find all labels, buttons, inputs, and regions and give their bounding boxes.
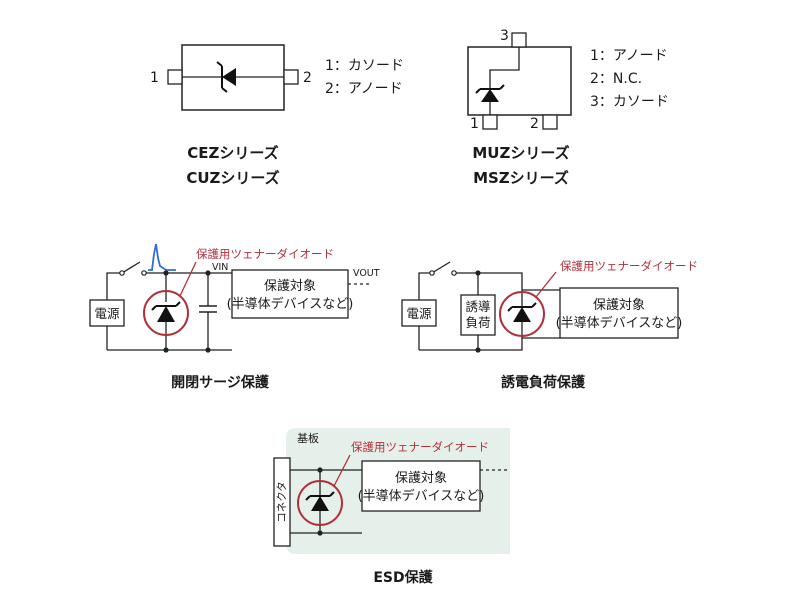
vout-label: VOUT <box>353 268 380 279</box>
internal-wire-cathode <box>489 47 520 88</box>
zener-highlight-circle <box>143 290 189 336</box>
esd-protection-circuit: 基板 コネクタ 保護用ツェナーダイオード 保護対象 (半導体デバイスなど) ES… <box>273 428 510 586</box>
protected-target-box <box>361 460 481 512</box>
protected-target-title: 保護対象 <box>395 470 447 486</box>
pin-legend-2: 2：N.C. <box>590 71 642 87</box>
zener-highlight-circle <box>499 291 545 337</box>
pin-legend-2: 2：アノード <box>325 81 403 97</box>
junction-dot <box>163 270 169 276</box>
pin-2 <box>542 114 558 130</box>
protected-target-subtitle: (半導体デバイスなど) <box>556 315 683 331</box>
zener-diode-symbol <box>305 491 335 511</box>
zener-diode-symbol <box>507 302 537 322</box>
pin-1-label: 1 <box>150 70 159 86</box>
zener-callout-line <box>179 261 197 297</box>
inductive-load-label-1: 誘導 <box>465 299 490 314</box>
zener-highlight-circle <box>297 480 343 526</box>
pin-1 <box>482 114 498 130</box>
junction-dot <box>475 347 481 353</box>
zener-callout-label: 保護用ツェナーダイオード <box>351 440 489 454</box>
package-cez-cuz: 1 2 1：カソード 2：アノード CEZシリーズ CUZシリーズ <box>150 44 404 187</box>
pin-legend-3: 3：カソード <box>590 94 669 110</box>
series-caption-2: MSZシリーズ <box>473 169 569 187</box>
series-caption-1: MUZシリーズ <box>472 144 569 162</box>
power-source-label: 電源 <box>406 306 432 321</box>
switch-lever <box>121 261 141 274</box>
wire-power-top <box>106 272 122 300</box>
inductive-caption: 誘電負荷保護 <box>501 374 586 391</box>
zener-callout-label: 保護用ツェナーダイオード <box>196 247 334 261</box>
pin-1-label: 1 <box>470 116 479 132</box>
board-label: 基板 <box>297 431 319 445</box>
inductive-load-box <box>460 294 496 336</box>
pin-2-label: 2 <box>303 70 312 86</box>
pin-3 <box>511 32 527 48</box>
esd-caption: ESD保護 <box>373 569 433 586</box>
switch-contact <box>451 270 457 276</box>
pin-2-label: 2 <box>530 116 539 132</box>
switch-contact <box>141 270 147 276</box>
surge-protection-circuit: 電源 保護用ツェナーダイオード VIN 保護対象 (半導体デバイスなど) VOU… <box>89 243 380 391</box>
wire-top <box>456 272 523 290</box>
switch-contact <box>119 270 125 276</box>
connector-box <box>273 457 291 547</box>
connector-label: コネクタ <box>276 481 288 523</box>
wire-power-top <box>418 272 432 300</box>
zener-diode-symbol <box>216 61 236 93</box>
pin-legend-1: 1：カソード <box>325 58 404 74</box>
inductive-load-label-2: 負荷 <box>465 315 490 330</box>
pin-legend-1: 1：アノード <box>590 48 668 64</box>
wire-bottom <box>419 337 560 351</box>
protected-target-subtitle: (半導体デバイスなど) <box>227 296 354 312</box>
protected-target-subtitle: (半導体デバイスなど) <box>358 488 485 504</box>
pin-1 <box>167 69 183 85</box>
surge-waveform <box>148 243 176 271</box>
vin-label: VIN <box>212 262 228 273</box>
zener-callout-line <box>535 271 557 298</box>
junction-dot <box>317 467 323 473</box>
protected-target-title: 保護対象 <box>593 297 645 313</box>
package-muz-msz: 3 1 2 1：アノード 2：N.C. 3：カソード MUZシリーズ MSZシリ… <box>467 28 669 187</box>
switch-contact <box>429 270 435 276</box>
protected-target-box <box>559 287 679 339</box>
package-body <box>467 46 572 116</box>
zener-diode-symbol <box>475 84 505 102</box>
power-source-box <box>89 299 125 327</box>
zener-diode-symbol <box>151 301 181 322</box>
zener-callout-label: 保護用ツェナーダイオード <box>560 259 698 273</box>
junction-dot <box>205 347 211 353</box>
pin-3-label: 3 <box>500 28 509 44</box>
zener-callout-line <box>333 454 351 487</box>
series-caption-2: CUZシリーズ <box>186 169 279 187</box>
pin-2 <box>283 69 299 85</box>
junction-dot <box>163 347 169 353</box>
junction-dot <box>317 530 323 536</box>
power-source-box <box>401 299 437 327</box>
junction-dot <box>205 270 211 276</box>
inductive-load-circuit: 電源 誘導 負荷 保護用ツェナーダイオード 保護対象 (半導体デバイスなど) 誘… <box>401 259 698 391</box>
protected-target-box <box>231 269 349 319</box>
protected-target-title: 保護対象 <box>264 278 316 294</box>
power-source-label: 電源 <box>94 306 120 321</box>
switch-lever <box>431 261 451 274</box>
surge-caption: 開閉サージ保護 <box>171 374 270 391</box>
junction-dot <box>475 270 481 276</box>
series-caption-1: CEZシリーズ <box>187 144 278 162</box>
